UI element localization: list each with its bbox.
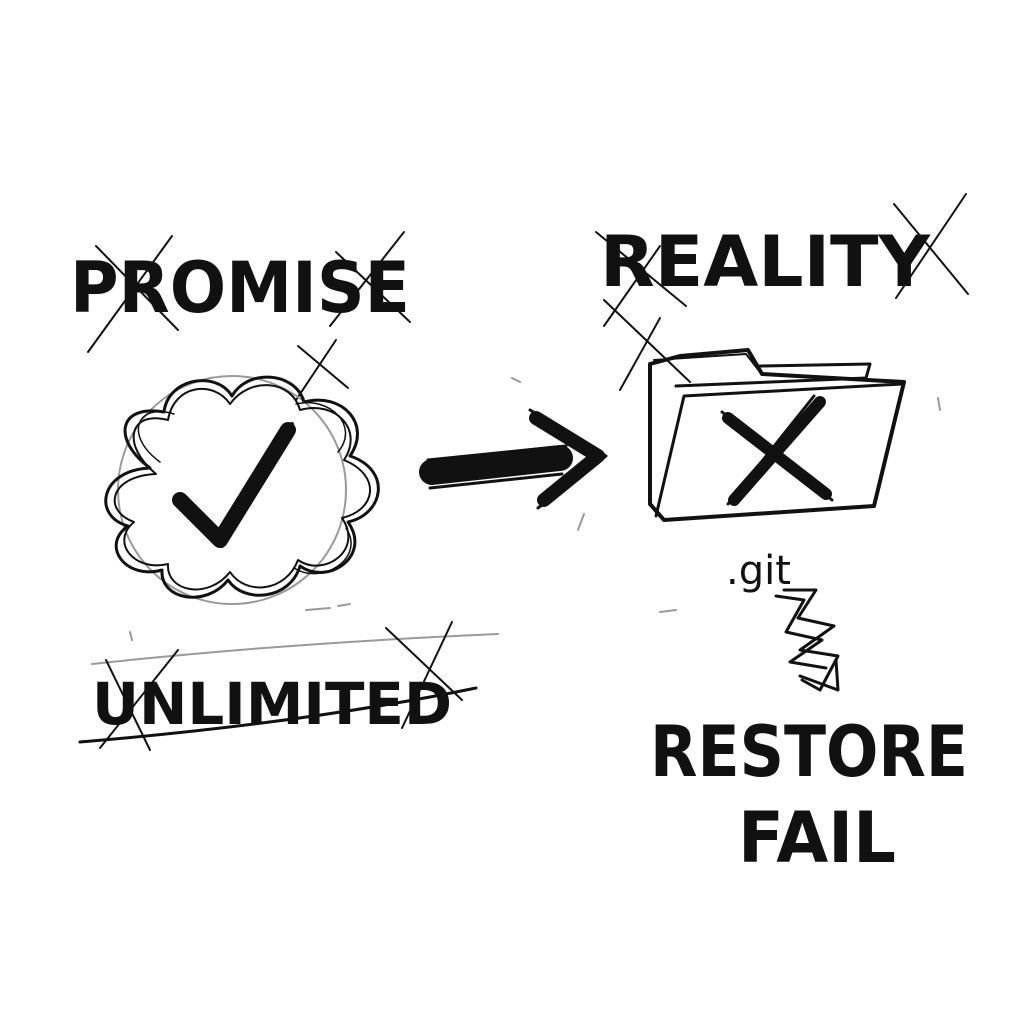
fail-label: FAIL (738, 797, 896, 879)
folder-icon (648, 348, 906, 522)
checkmark-icon (172, 422, 296, 548)
reality-group: REALITY (595, 193, 969, 391)
unlimited-group: UNLIMITED (78, 621, 499, 751)
x-mark-icon (720, 394, 834, 506)
promise-label: PROMISE (70, 247, 410, 329)
reality-scribbles (595, 193, 969, 391)
promise-group: PROMISE (70, 231, 411, 401)
lightning-bolt-icon (774, 588, 840, 692)
unlimited-scribbles (99, 621, 463, 751)
git-label: .git (726, 548, 791, 594)
stray-marks (129, 377, 941, 641)
restore-label: RESTORE (650, 711, 968, 793)
cloud-icon (104, 375, 380, 605)
promise-scribbles (87, 231, 411, 401)
arrow-right-icon (419, 408, 608, 510)
reality-label: REALITY (600, 221, 931, 303)
